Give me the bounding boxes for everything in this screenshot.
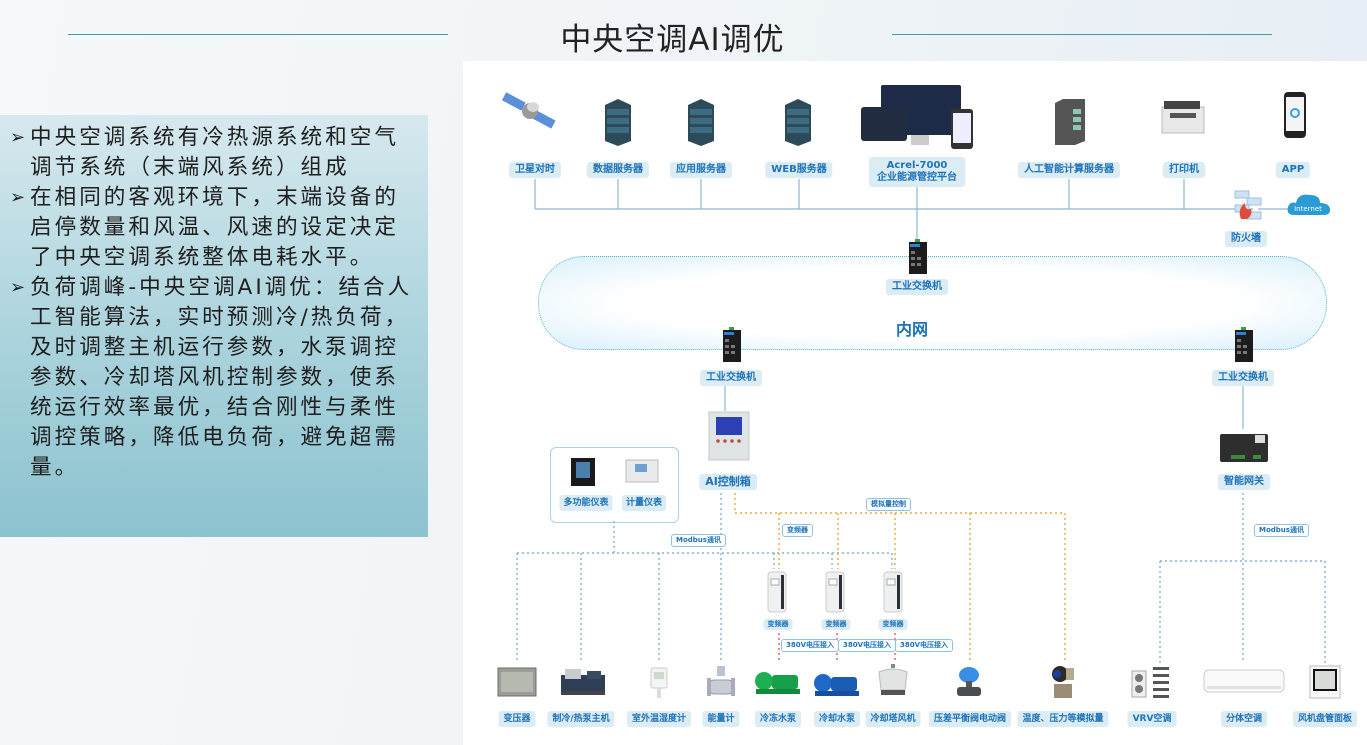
node-label-satellite: 卫星对时 <box>509 162 561 178</box>
node-label-ai-server: 人工智能计算服务器 <box>1018 162 1120 178</box>
device-label-cooling-pump: 冷却水泵 <box>813 711 861 727</box>
bullet-text: 中央空调系统有冷热源系统和空气调节系统（末端风系统）组成 <box>30 125 399 180</box>
ai-server-icon <box>1055 99 1085 145</box>
inverter-icon <box>825 571 845 613</box>
inverter-tag: 变频器 <box>782 524 813 537</box>
inverter-icon <box>767 571 787 613</box>
description-panel: ➢中央空调系统有冷热源系统和空气调节系统（末端风系统）组成 ➢在相同的客观环境下… <box>0 115 428 537</box>
node-label-printer: 打印机 <box>1163 162 1205 178</box>
inverter-icon <box>883 571 903 613</box>
device-label-valve: 压差平衡阀电动阀 <box>928 711 1012 727</box>
title-rule-right <box>892 34 1272 35</box>
node-label-gateway: 智能网关 <box>1218 474 1270 490</box>
server-icon <box>605 99 631 146</box>
device-label-analog-sensors: 温度、压力等模拟量 <box>1017 711 1109 727</box>
inner-network-label: 内网 <box>896 320 929 339</box>
device-label-hygrometer: 室外温湿度计 <box>626 711 692 727</box>
cooling-pump-icon <box>814 674 859 696</box>
page-title: 中央空调AI调优 <box>560 22 785 58</box>
switch-icon <box>723 327 741 362</box>
modbus-tag-right: Modbus通讯 <box>1254 524 1309 537</box>
internet-text: Internet <box>1294 205 1322 213</box>
gateway-icon <box>1220 434 1268 462</box>
inverter-label: 变频器 <box>878 619 908 630</box>
node-label-platform: Acrel-7000 企业能源管控平台 <box>869 157 965 187</box>
voltage-tag: 380V电压接入 <box>895 639 954 652</box>
node-label-web-server: WEB服务器 <box>765 162 833 178</box>
server-icon <box>785 99 811 146</box>
meter-label-multifunction: 多功能仪表 <box>559 495 613 511</box>
solid-lines <box>534 179 1293 429</box>
node-label-core-switch: 工业交换机 <box>886 279 948 295</box>
inner-network-ring <box>538 256 1327 350</box>
node-label-left-switch: 工业交换机 <box>700 370 762 386</box>
node-label-firewall: 防火墙 <box>1225 231 1267 247</box>
device-label-transformer: 变压器 <box>498 711 536 727</box>
metering-meter-icon <box>625 459 659 483</box>
split-ac-icon <box>1203 669 1285 693</box>
node-label-data-server: 数据服务器 <box>587 162 649 178</box>
voltage-tag: 380V电压接入 <box>781 639 840 652</box>
chiller-icon <box>561 669 605 695</box>
satellite-icon <box>501 92 556 129</box>
meter-label-metering: 计量仪表 <box>621 495 667 511</box>
switch-icon <box>1235 327 1253 362</box>
device-label-fan-coil-panel: 风机盘管面板 <box>1292 711 1358 727</box>
multifunction-meter-icon <box>571 458 595 486</box>
node-label-app-server: 应用服务器 <box>670 162 732 178</box>
device-label-vrv: VRV空调 <box>1127 711 1177 727</box>
device-label-chilled-pump: 冷冻水泵 <box>754 711 802 727</box>
blue-dotted-lines <box>516 493 1326 663</box>
printer-icon <box>1161 101 1205 134</box>
monitor-platform-icon <box>861 85 973 149</box>
orange-dotted-lines <box>734 493 1066 663</box>
node-label-right-switch: 工业交换机 <box>1212 370 1274 386</box>
platform-name: Acrel-7000 <box>886 160 948 171</box>
transformer-icon <box>497 667 537 697</box>
node-label-app: APP <box>1275 162 1311 178</box>
device-label-chiller: 制冷/热泵主机 <box>547 711 615 727</box>
cloud-icon: Internet <box>1287 194 1330 215</box>
bullet-item: ➢在相同的客观环境下，末端设备的启停数量和风温、风速的设定决定了中央空调系统整体… <box>6 183 418 273</box>
connection-lines <box>516 179 1326 663</box>
cooling-tower-icon <box>878 664 908 695</box>
device-label-cooling-tower: 冷却塔风机 <box>865 711 921 727</box>
platform-desc: 企业能源管控平台 <box>877 172 957 183</box>
vrv-icon <box>1131 667 1169 698</box>
title-rule-left <box>68 34 448 35</box>
valve-icon <box>957 667 981 696</box>
energy-meter-icon <box>707 666 735 696</box>
device-label-energy-meter: 能量计 <box>702 711 740 727</box>
pressure-transmitter-icon <box>1052 666 1074 698</box>
server-icon <box>688 99 714 146</box>
analog-control-tag: 模拟量控制 <box>866 498 911 511</box>
modbus-tag-left: Modbus通讯 <box>671 534 726 547</box>
bullet-arrow-icon: ➢ <box>10 187 29 208</box>
phone-icon <box>1284 92 1306 138</box>
voltage-tag: 380V电压接入 <box>838 639 897 652</box>
bullet-item: ➢负荷调峰-中央空调AI调优：结合人工智能算法，实时预测冷/热负荷，及时调整主机… <box>6 273 418 483</box>
inverter-label: 变频器 <box>821 619 851 630</box>
node-label-ai-control-box: AI控制箱 <box>699 474 757 490</box>
bullet-text: 在相同的客观环境下，末端设备的启停数量和风温、风速的设定决定了中央空调系统整体电… <box>30 185 399 270</box>
hygrometer-icon <box>650 667 668 698</box>
control-box-icon <box>708 411 750 461</box>
chilled-pump-icon <box>755 672 800 694</box>
bullet-arrow-icon: ➢ <box>10 277 29 298</box>
inverter-label: 变频器 <box>763 619 793 630</box>
bullet-text: 负荷调峰-中央空调AI调优：结合人工智能算法，实时预测冷/热负荷，及时调整主机运… <box>30 275 413 480</box>
bullet-arrow-icon: ➢ <box>10 127 29 148</box>
switch-icon <box>909 239 927 274</box>
firewall-icon <box>1234 190 1262 220</box>
device-label-split-ac: 分体空调 <box>1220 711 1268 727</box>
architecture-diagram: 内网 <box>463 61 1367 745</box>
thermostat-panel-icon <box>1309 665 1341 699</box>
bullet-item: ➢中央空调系统有冷热源系统和空气调节系统（末端风系统）组成 <box>6 123 418 183</box>
